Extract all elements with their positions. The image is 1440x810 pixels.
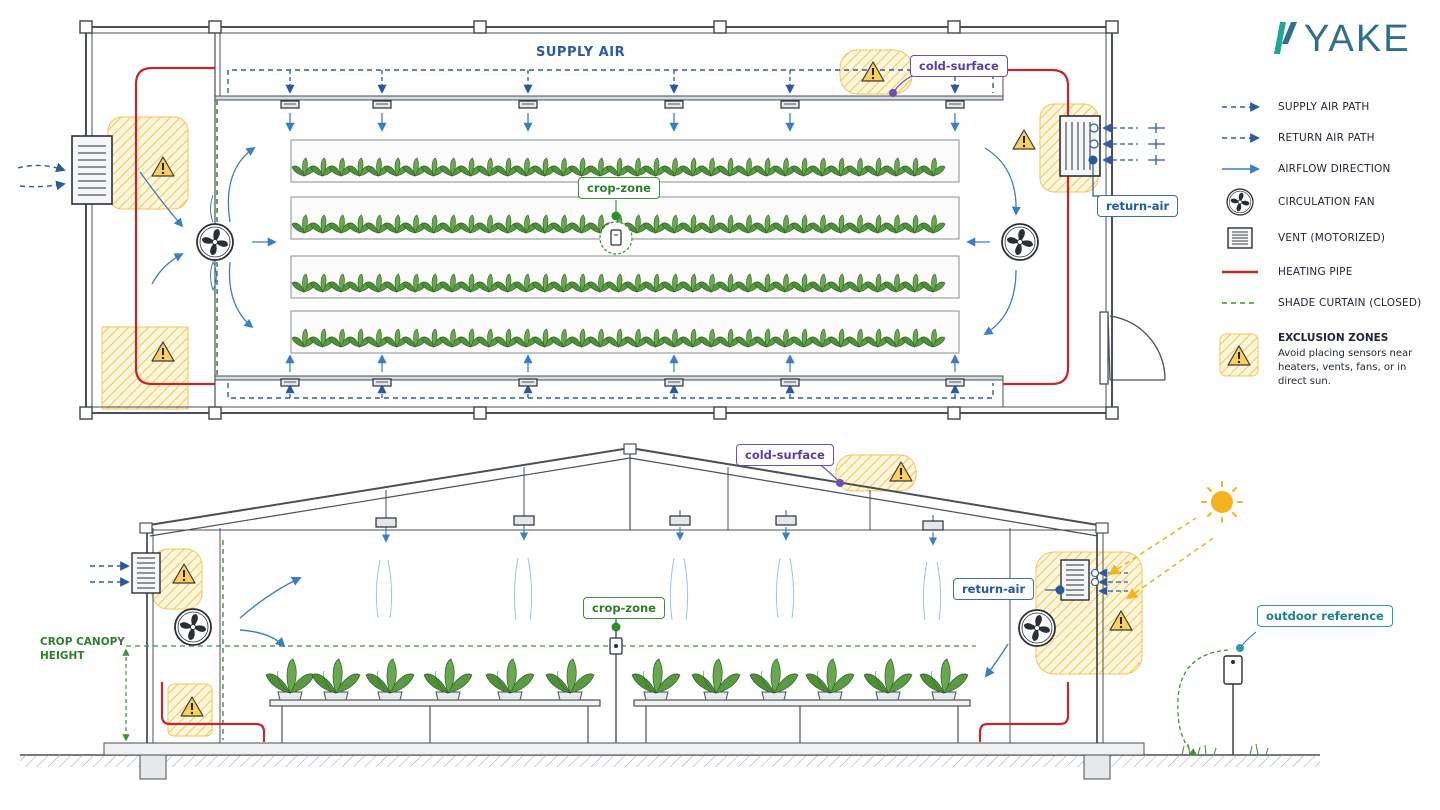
plan-door [1099, 311, 1166, 385]
heating-pipe-section-right [978, 682, 1070, 742]
canopy-height-label-line2: HEIGHT [40, 650, 85, 662]
plant-icon [631, 658, 681, 694]
plant-icon [485, 658, 535, 694]
section-fan-right [1018, 609, 1056, 647]
legend-item-vent: VENT (MOTORIZED) [1218, 228, 1428, 248]
dashed-arrow-icon [1218, 97, 1262, 117]
legend-item-heating: HEATING PIPE [1218, 262, 1428, 282]
plan-return-air-tag: return-air [1097, 195, 1179, 217]
plant-icon [749, 658, 799, 694]
plan-fan-right [1001, 223, 1039, 261]
canopy-height-label-line1: CROP CANOPY [40, 636, 125, 648]
plant-icon [919, 658, 969, 694]
section-plants [265, 658, 969, 701]
green-dashed-line-icon [1218, 293, 1262, 313]
supply-air-title: SUPPLY AIR [536, 45, 626, 60]
legend-item-supply: SUPPLY AIR PATH [1218, 97, 1428, 117]
plant-icon [311, 658, 361, 694]
section-diffusers [375, 510, 944, 531]
plant-icon [545, 658, 595, 694]
exclusion-zones-text: Avoid placing sensors near heaters, vent… [1278, 348, 1413, 387]
legend-symbols [1219, 102, 1260, 377]
plan-intake-vent [71, 135, 113, 205]
supply-air-path-top [227, 69, 994, 93]
supply-duct-top [214, 95, 1004, 101]
plan-crop-zone-sensor [599, 200, 633, 255]
section-benches [269, 699, 971, 743]
yake-logo-mark [1274, 22, 1297, 54]
plant-icon [265, 658, 315, 694]
heating-pipe-section-left [160, 682, 266, 742]
section-view [20, 443, 1320, 780]
heating-pipe-plan-left [134, 66, 215, 386]
warning-icon [1012, 129, 1036, 150]
vent-icon [1218, 228, 1262, 248]
section-crop-zone-sensor [609, 620, 623, 743]
red-line-icon [1218, 262, 1262, 282]
exclusion-zones-title: EXCLUSION ZONES [1278, 332, 1389, 344]
heating-pipe-plan-right [1003, 68, 1070, 386]
section-cold-surface-tag: cold-surface [736, 444, 834, 466]
plant-icon [863, 658, 913, 694]
plan-return-vent [1059, 115, 1101, 177]
plant-icon [365, 658, 415, 694]
plant-icon [805, 658, 855, 694]
plan-crop-zone-tag: crop-zone [578, 177, 660, 199]
supply-duct-bottom [214, 375, 1004, 381]
exclusion-zone-section-roof [835, 454, 917, 492]
legend-item-fan: CIRCULATION FAN [1218, 192, 1428, 212]
arrow-icon [1218, 159, 1262, 179]
plan-view [17, 20, 1166, 420]
fan-icon [1218, 192, 1262, 212]
legend-item-shade: SHADE CURTAIN (CLOSED) [1218, 293, 1428, 313]
plan-posts [79, 20, 1119, 420]
legend-item-airflow: AIRFLOW DIRECTION [1218, 159, 1428, 179]
section-return-air-tag: return-air [953, 578, 1035, 600]
section-return-vent [1060, 559, 1090, 601]
plan-outer-wall [85, 26, 1113, 414]
section-fan-left [174, 608, 212, 646]
brand-logo: YAKE [1300, 18, 1440, 60]
dashed-arrow-icon [1218, 128, 1262, 148]
outdoor-reference-tag: outdoor reference [1257, 605, 1393, 627]
plan-crop-beds [290, 139, 960, 354]
plan-fan-left [196, 223, 234, 261]
canopy-height-label: CROP CANOPY HEIGHT [40, 635, 125, 663]
exclusion-zone-plan-left-bottom [101, 326, 189, 410]
section-crop-zone-tag: crop-zone [583, 597, 665, 619]
supply-air-path-bottom [227, 383, 994, 399]
brand-name: YAKE [1304, 17, 1411, 60]
section-roof-truss [142, 446, 1105, 537]
plant-icon [423, 658, 473, 694]
sun-icon [1201, 481, 1243, 523]
plan-cold-surface-tag: cold-surface [910, 55, 1008, 77]
plant-icon [691, 658, 741, 694]
exclusion-zone-plan-left-top [107, 116, 189, 210]
legend-item-return: RETURN AIR PATH [1218, 128, 1428, 148]
outdoor-reference-sensor [1177, 631, 1269, 756]
section-intake-vent [131, 552, 161, 594]
